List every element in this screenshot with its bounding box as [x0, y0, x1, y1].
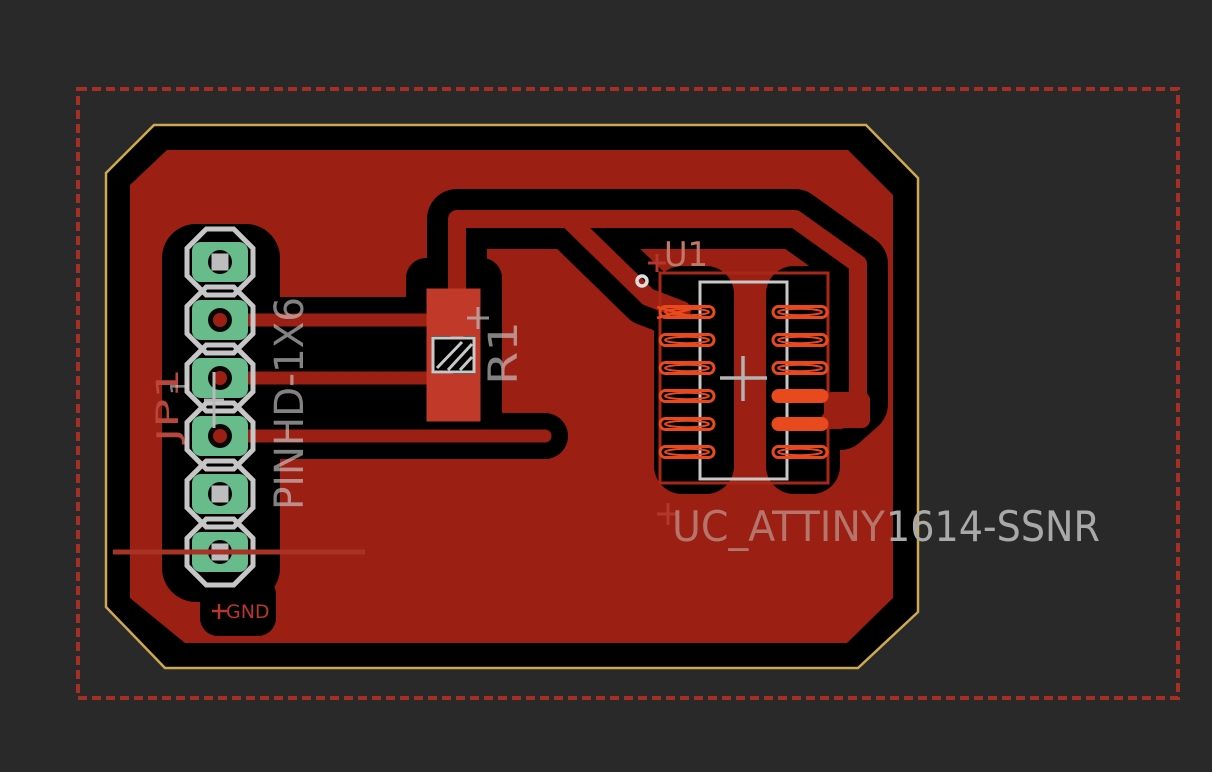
- u1-right-pads[interactable]: [771, 305, 829, 459]
- text-labels: JP1 1 PINHD-1X6 R1 U1 UC_ATTINY 1614-SSN…: [151, 235, 1100, 623]
- r1-name-label[interactable]: R1: [481, 321, 527, 385]
- u1-pad-4[interactable]: [658, 389, 716, 403]
- component-r1[interactable]: [426, 288, 481, 422]
- u1-pad-1[interactable]: [658, 305, 716, 319]
- gnd-cross-icon[interactable]: [212, 604, 227, 619]
- u1-pad-10[interactable]: [771, 361, 829, 375]
- u1-value-label-right[interactable]: 1614-SSNR: [886, 502, 1100, 551]
- u1-silkscreen-body: [698, 280, 789, 481]
- jp1-pad-4[interactable]: [192, 416, 248, 456]
- u1-pad-11[interactable]: [771, 333, 829, 347]
- r1-hatched-body: [431, 336, 476, 374]
- jp1-pad-2[interactable]: [192, 300, 248, 340]
- dimension-boundary-rect[interactable]: [76, 87, 1180, 700]
- u1-value-cross-icon[interactable]: [657, 503, 679, 525]
- u1-right-trace-landing: [824, 392, 870, 428]
- jp1-pad-5[interactable]: [192, 474, 248, 514]
- u1-pad-12[interactable]: [771, 305, 829, 319]
- component-jp1[interactable]: [113, 229, 365, 585]
- u1-value-label-left[interactable]: UC_ATTINY: [672, 502, 885, 551]
- jp1-pad-1[interactable]: [192, 242, 248, 282]
- u1-pad-7[interactable]: [771, 445, 829, 459]
- r1-pad-bottom[interactable]: [429, 374, 478, 417]
- jp1-origin-cross-icon[interactable]: [204, 372, 224, 428]
- u1-courtyard: [658, 271, 830, 485]
- jp1-pin1-label[interactable]: 1: [166, 378, 196, 395]
- u1-pad-5[interactable]: [658, 417, 716, 431]
- u1-pad-9[interactable]: [771, 389, 829, 403]
- u1-pad-6[interactable]: [658, 445, 716, 459]
- jp1-pad-3[interactable]: [192, 358, 248, 398]
- u1-pad-2[interactable]: [658, 333, 716, 347]
- u1-right-clearance: [766, 266, 840, 494]
- r1-origin-cross-icon[interactable]: [467, 307, 489, 329]
- u1-pad-3[interactable]: [658, 361, 716, 375]
- u1-pad-8[interactable]: [771, 417, 829, 431]
- u1-pin1-marker: [656, 304, 703, 320]
- r1-pad-top[interactable]: [429, 293, 478, 336]
- jp1-name-label[interactable]: JP1: [151, 368, 186, 445]
- gnd-clearance: [200, 576, 276, 636]
- u1-name-label[interactable]: U1: [664, 235, 708, 275]
- jp1-value-label[interactable]: PINHD-1X6: [267, 297, 313, 510]
- component-u1[interactable]: [635, 271, 870, 485]
- u1-left-pads[interactable]: [656, 304, 716, 459]
- u1-origin-cross-icon[interactable]: [720, 356, 767, 401]
- u1-pin1-circle-icon: [635, 274, 649, 288]
- u1-name-cross-icon[interactable]: [648, 254, 666, 272]
- r1-body-outline: [426, 288, 481, 422]
- gnd-label[interactable]: GND: [226, 601, 270, 623]
- u1-left-clearance: [654, 266, 734, 494]
